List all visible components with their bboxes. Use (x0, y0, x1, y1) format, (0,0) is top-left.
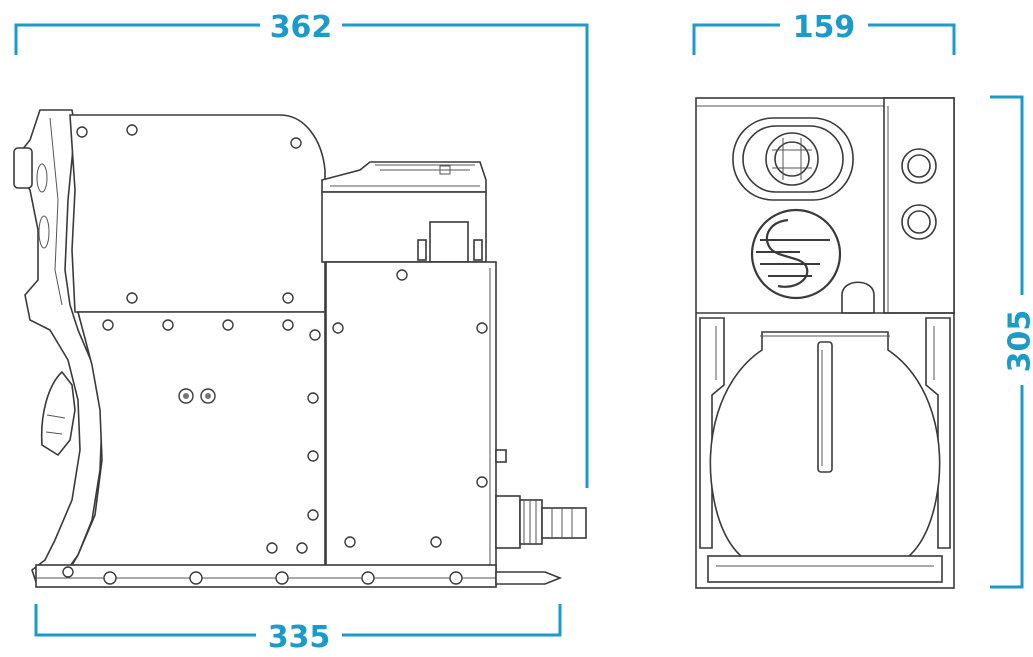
dimension-159: 159 (692, 10, 956, 55)
dimension-305-label: 305 (1003, 310, 1033, 373)
side-control-box (321, 191, 487, 263)
side-rear-panel (21, 109, 103, 583)
dimension-335: 335 (34, 604, 562, 655)
front-dome (841, 281, 875, 314)
side-top-connector (321, 161, 487, 193)
dimension-335-label: 335 (268, 620, 331, 655)
side-upper-housing (69, 114, 326, 313)
side-view (13, 109, 587, 588)
dimension-362-label: 362 (270, 10, 333, 45)
front-base (707, 555, 943, 583)
side-outlet-fitting (495, 449, 587, 549)
dimension-159-line (692, 23, 956, 55)
front-tank (709, 331, 941, 571)
front-knob-lower (901, 204, 937, 240)
side-lower-housing (58, 311, 326, 586)
dimension-335-line (34, 604, 562, 637)
side-screws (62, 124, 488, 585)
dimension-305: 305 (990, 95, 1033, 589)
side-rear-knob (13, 147, 33, 189)
dimension-362-line (14, 23, 589, 488)
dimension-362: 362 (14, 10, 589, 488)
front-view (695, 97, 955, 589)
front-rotary-connector (732, 117, 854, 201)
front-logo (750, 208, 842, 300)
side-tank-box (325, 261, 497, 586)
dimension-159-label: 159 (793, 10, 856, 45)
side-base-pin (495, 571, 563, 585)
side-grip (40, 370, 76, 457)
front-knob-upper (901, 148, 937, 184)
side-rear-inner (49, 117, 63, 306)
dimension-305-line (990, 95, 1024, 589)
